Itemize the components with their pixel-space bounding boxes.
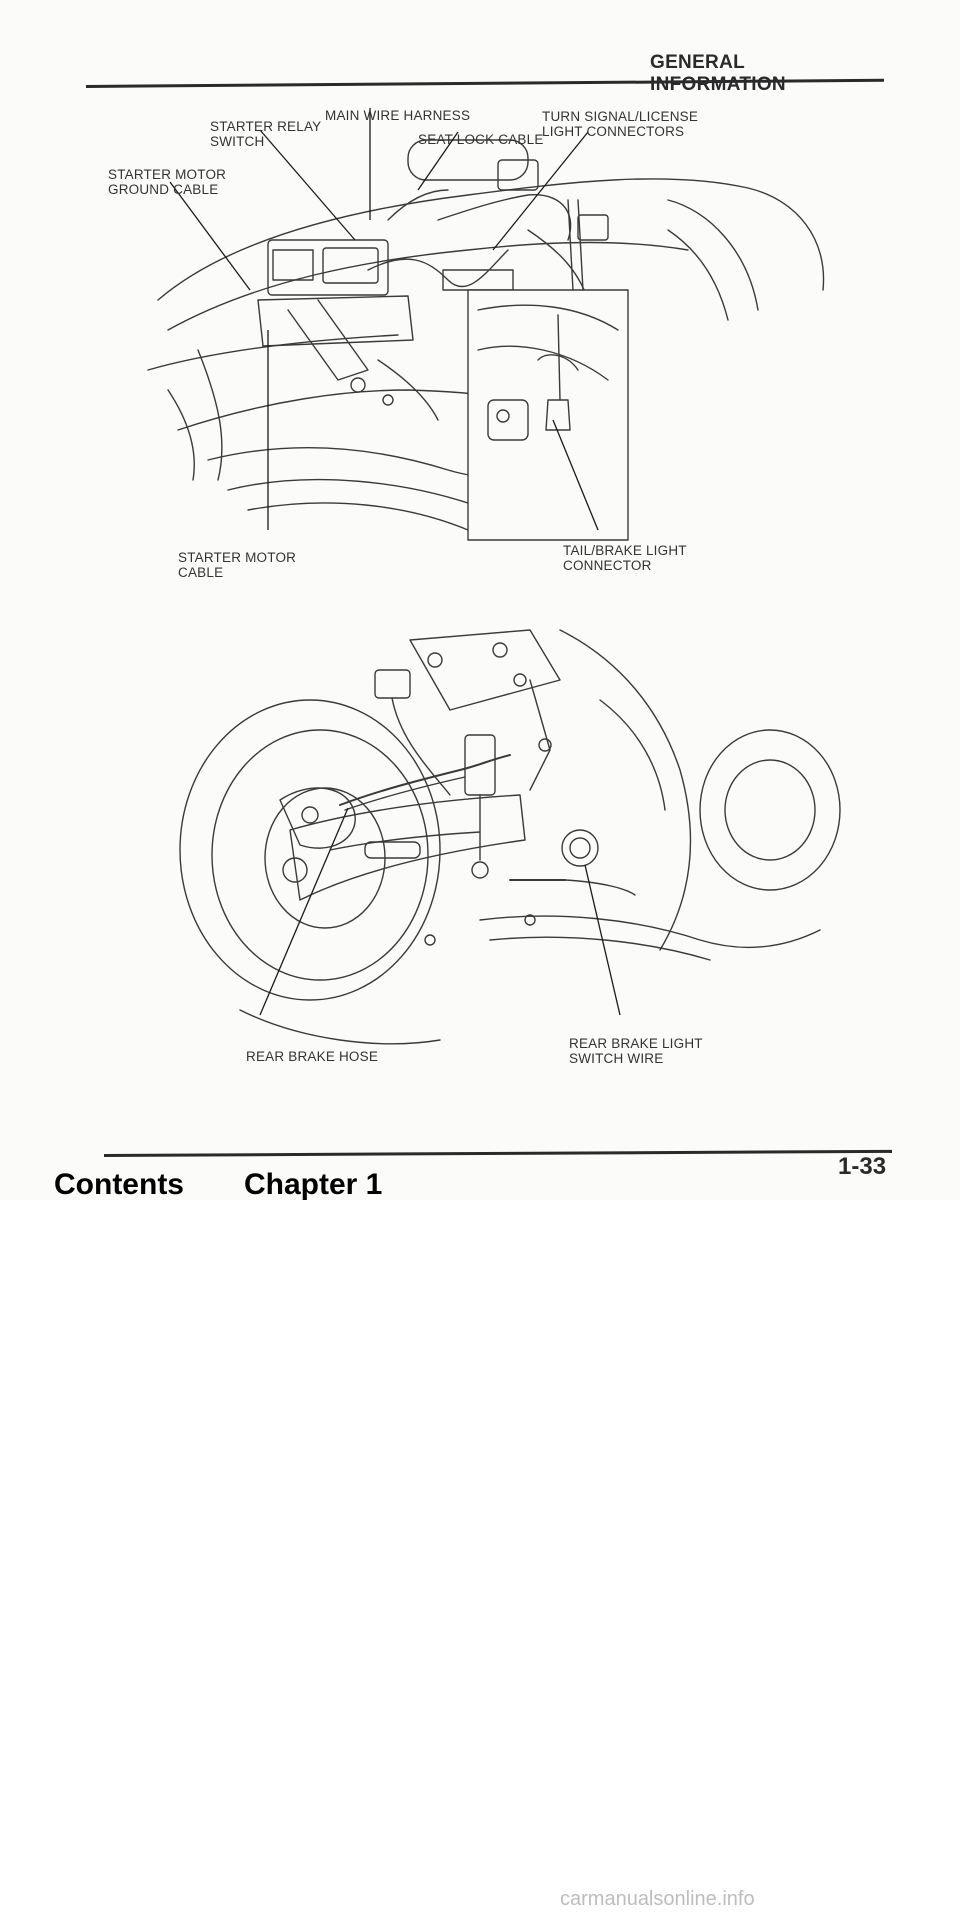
footer-rule [103,1149,892,1157]
callout-turn-signal-license-light-connectors: TURN SIGNAL/LICENSE LIGHT CONNECTORS [542,109,699,139]
callout-main-wire-harness: MAIN WIRE HARNESS [325,108,471,123]
callout-starter-relay-switch: STARTER RELAY SWITCH [210,119,322,149]
chapter-link[interactable]: Chapter 1 [244,1168,383,1201]
callout-starter-motor-cable: STARTER MOTOR CABLE [178,550,297,580]
watermark: carmanualsonline.info [560,1888,755,1910]
contents-link[interactable]: Contents [54,1168,184,1201]
callout-tail-brake-light-connector: TAIL/BRAKE LIGHT CONNECTOR [563,543,687,573]
upper-wiring-illustration [147,108,825,541]
callout-rear-brake-hose: REAR BRAKE HOSE [246,1049,379,1064]
page-number: 1-33 [838,1153,887,1180]
callout-starter-motor-ground-cable: STARTER MOTOR GROUND CABLE [108,167,227,197]
section-header: GENERAL INFORMATION [650,52,786,95]
manual-page: GENERAL INFORMATION [54,52,892,1201]
callout-seat-lock-cable: SEAT LOCK CABLE [418,132,544,147]
lower-brake-illustration [179,629,841,1045]
callout-rear-brake-light-switch-wire: REAR BRAKE LIGHT SWITCH WIRE [569,1036,703,1066]
